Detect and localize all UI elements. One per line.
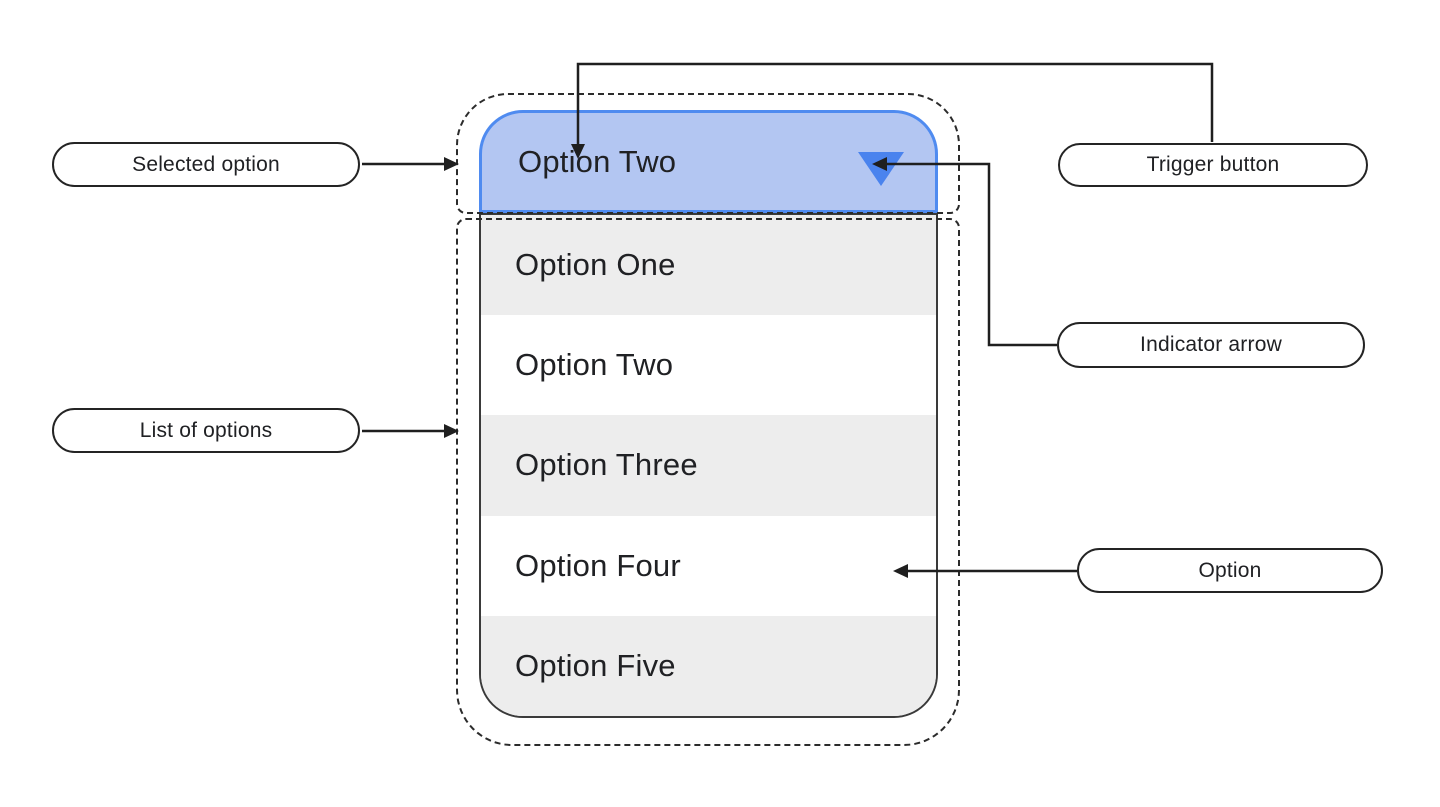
option-row[interactable]: Option Two	[515, 347, 674, 383]
label-list-of-options: List of options	[52, 408, 360, 453]
option-row[interactable]: Option Five	[481, 615, 936, 716]
label-trigger-button: Trigger button	[1058, 143, 1368, 187]
label-indicator-arrow: Indicator arrow	[1057, 322, 1365, 368]
dropdown-arrow-icon	[858, 152, 904, 186]
option-row[interactable]: Option Three	[481, 415, 936, 516]
option-row[interactable]: Option One	[481, 215, 936, 316]
label-option: Option	[1077, 548, 1383, 593]
option-row[interactable]: Option Four	[515, 547, 681, 583]
dropdown-trigger-button[interactable]: Option Two	[479, 110, 938, 213]
dropdown-options-list: Option One Option Two Option Three Optio…	[479, 213, 938, 718]
label-selected-option: Selected option	[52, 142, 360, 187]
selected-option-value: Option Two	[518, 143, 677, 179]
